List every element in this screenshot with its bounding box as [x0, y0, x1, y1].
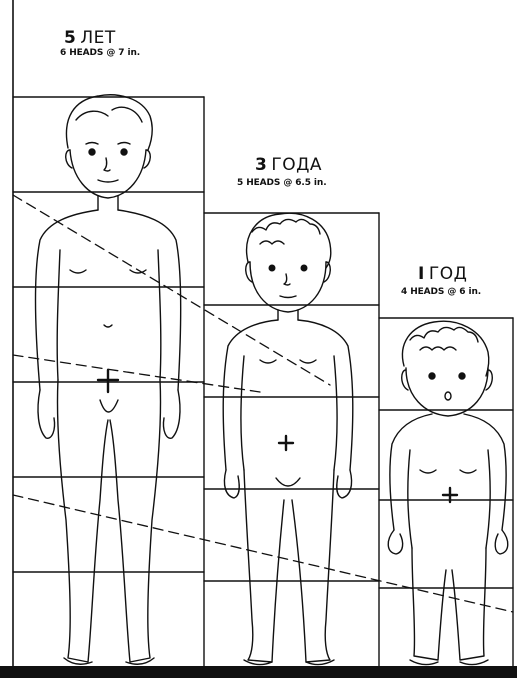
- age-word: ГОД: [429, 264, 468, 284]
- age-number: 5: [64, 28, 76, 48]
- grid-one-year: [379, 318, 513, 668]
- ground-bar: [0, 666, 517, 678]
- age-word: ЛЕТ: [80, 28, 115, 48]
- heads-label-five-years: 6 HEADS @ 7 in.: [60, 48, 140, 58]
- age-word: ГОДА: [271, 155, 322, 175]
- heads-label-three-years: 5 HEADS @ 6.5 in.: [237, 178, 327, 188]
- age-number: 3: [255, 155, 267, 175]
- proportion-lines: [13, 195, 513, 612]
- grid-three-years: [204, 213, 379, 668]
- child-figure-one-year: [388, 321, 508, 664]
- grid-five-years: [13, 0, 204, 668]
- age-number: I: [418, 264, 425, 284]
- child-figure-three-years: [223, 213, 353, 664]
- heads-label-one-year: 4 HEADS @ 6 in.: [401, 287, 481, 297]
- child-figure-five-years: [36, 95, 181, 664]
